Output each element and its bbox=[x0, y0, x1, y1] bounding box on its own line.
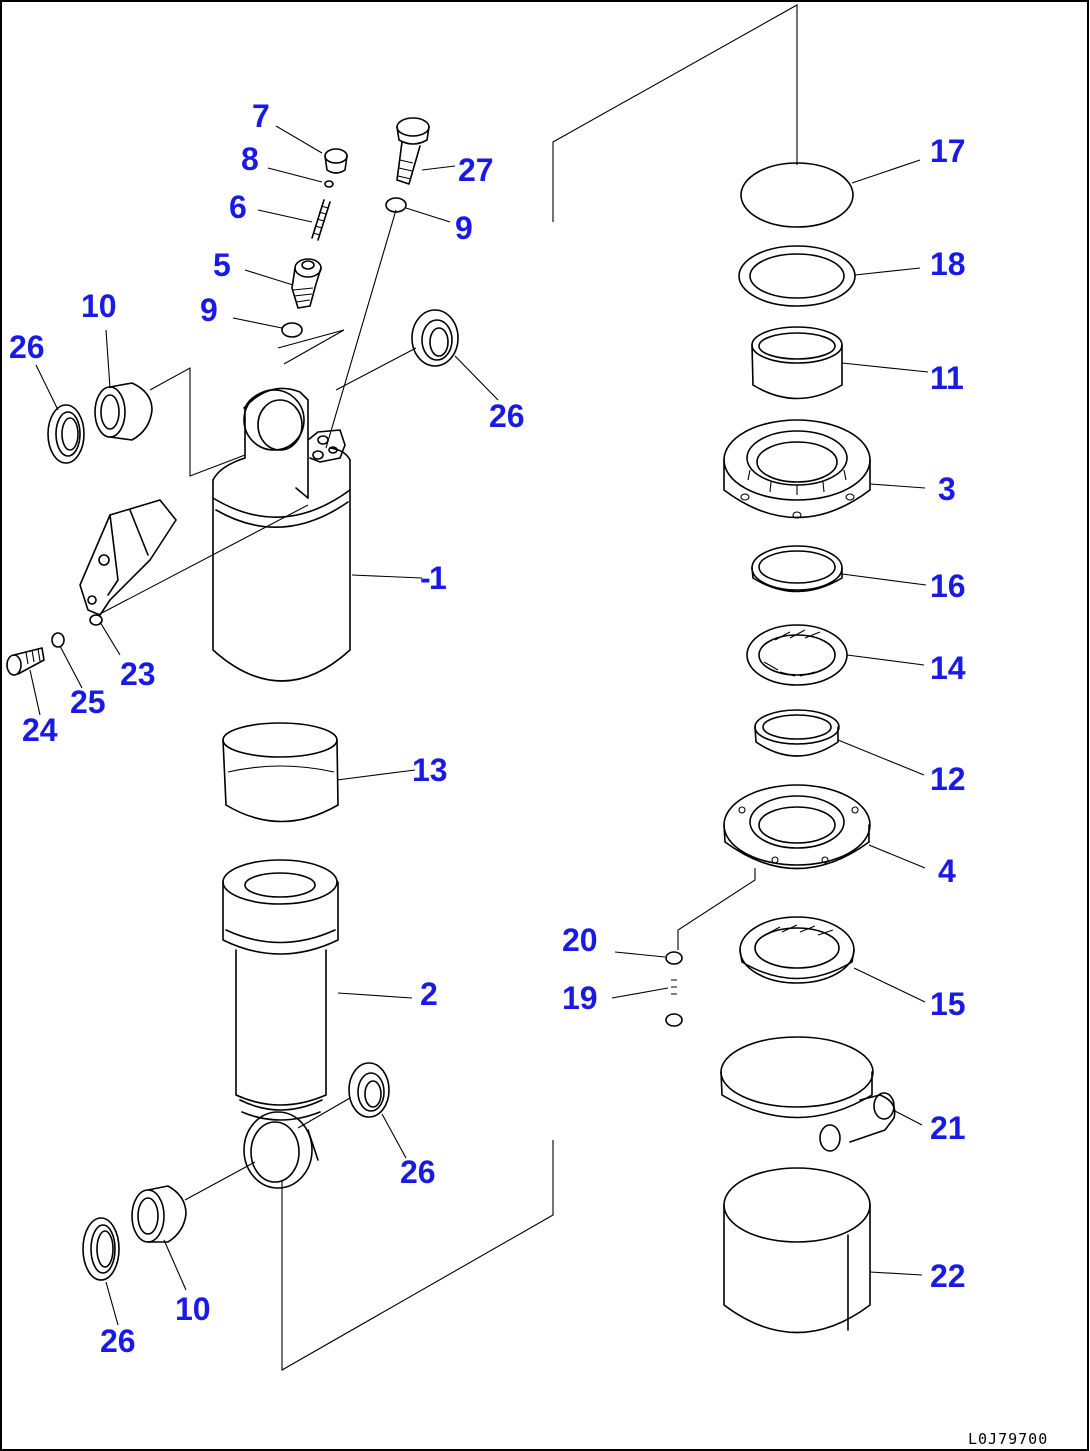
part-14-wiper bbox=[746, 624, 848, 686]
part-5-fitting bbox=[291, 258, 322, 309]
callout-17: 17 bbox=[930, 133, 966, 169]
part-26-seal-lower-left bbox=[82, 1217, 120, 1281]
callout-1: - bbox=[420, 560, 431, 596]
drawing-code: L0J79700 bbox=[968, 1430, 1048, 1448]
callout-19: 19 bbox=[562, 980, 598, 1016]
callout-6: 6 bbox=[229, 189, 247, 225]
callout-25: 25 bbox=[70, 684, 106, 720]
callout-7: 7 bbox=[252, 98, 270, 134]
part-10-bushing-upper bbox=[94, 382, 153, 441]
part-26-seal-upper-left bbox=[47, 404, 85, 464]
part-26-seal-upper-right bbox=[411, 309, 459, 367]
part-21-clamp bbox=[720, 1036, 896, 1152]
callout-3: 3 bbox=[938, 471, 956, 507]
part-1-cylinder bbox=[212, 387, 351, 682]
callout-27: 27 bbox=[458, 152, 494, 188]
callout-2: 2 bbox=[420, 976, 438, 1012]
part-19-screw bbox=[665, 979, 683, 1027]
callout-9-left: 9 bbox=[200, 292, 218, 328]
callout-18: 18 bbox=[930, 246, 966, 282]
part-6-spring-valve bbox=[311, 199, 331, 241]
callout-24: 24 bbox=[22, 712, 58, 748]
callout-4: 4 bbox=[938, 853, 956, 889]
callout-5: 5 bbox=[213, 247, 231, 283]
callout-10-lower: 10 bbox=[175, 1291, 211, 1327]
callout-9-right: 9 bbox=[455, 210, 473, 246]
callout-8: 8 bbox=[241, 141, 259, 177]
part-13-sleeve bbox=[222, 722, 339, 823]
part-11-bushing bbox=[751, 326, 843, 400]
part-9-oring-right bbox=[385, 197, 407, 213]
callout-22: 22 bbox=[930, 1258, 966, 1294]
part-15-wiper bbox=[739, 916, 855, 984]
part-3-flange bbox=[723, 419, 871, 519]
part-20-washer bbox=[665, 951, 683, 965]
callout-26-upper-left: 26 bbox=[9, 329, 45, 365]
part-24-bolt bbox=[6, 647, 45, 676]
callout-12: 12 bbox=[930, 761, 966, 797]
callout-16: 16 bbox=[930, 568, 966, 604]
callout-20: 20 bbox=[562, 922, 598, 958]
part-23-bracket bbox=[79, 499, 177, 626]
part-16-ring bbox=[751, 545, 843, 593]
part-8-ball bbox=[324, 180, 334, 188]
part-9-oring-left bbox=[281, 322, 303, 338]
callout-26-lower-right: 26 bbox=[400, 1154, 436, 1190]
assembly-lines bbox=[97, 4, 798, 1371]
part-7-cap bbox=[324, 148, 348, 174]
callout-26-lower-left: 26 bbox=[100, 1323, 136, 1359]
part-12-ring bbox=[754, 709, 840, 757]
callout-23: 23 bbox=[120, 656, 156, 692]
part-2-piston-rod bbox=[222, 859, 339, 1189]
callout-26-upper-right: 26 bbox=[489, 398, 525, 434]
callout-10-upper: 10 bbox=[81, 288, 117, 324]
part-22-cover bbox=[723, 1167, 871, 1334]
callout-13: 13 bbox=[412, 752, 448, 788]
part-4-flange bbox=[723, 784, 871, 870]
part-25-washer bbox=[51, 632, 65, 648]
part-10-bushing-lower bbox=[131, 1185, 187, 1243]
callout-1-number: 1 bbox=[429, 560, 447, 596]
part-18-ring bbox=[738, 245, 856, 307]
callout-14: 14 bbox=[930, 650, 966, 686]
callout-21: 21 bbox=[930, 1110, 966, 1146]
callout-15: 15 bbox=[930, 986, 966, 1022]
leader-lines bbox=[29, 125, 929, 1326]
part-26-seal-lower-right bbox=[348, 1062, 390, 1118]
callout-11: 11 bbox=[930, 360, 964, 396]
part-27-bolt bbox=[396, 117, 430, 185]
part-17-disk bbox=[740, 162, 854, 228]
callout-labels: 7 8 6 5 9 27 9 10 26 26 - 1 23 25 24 13 … bbox=[9, 98, 966, 1359]
